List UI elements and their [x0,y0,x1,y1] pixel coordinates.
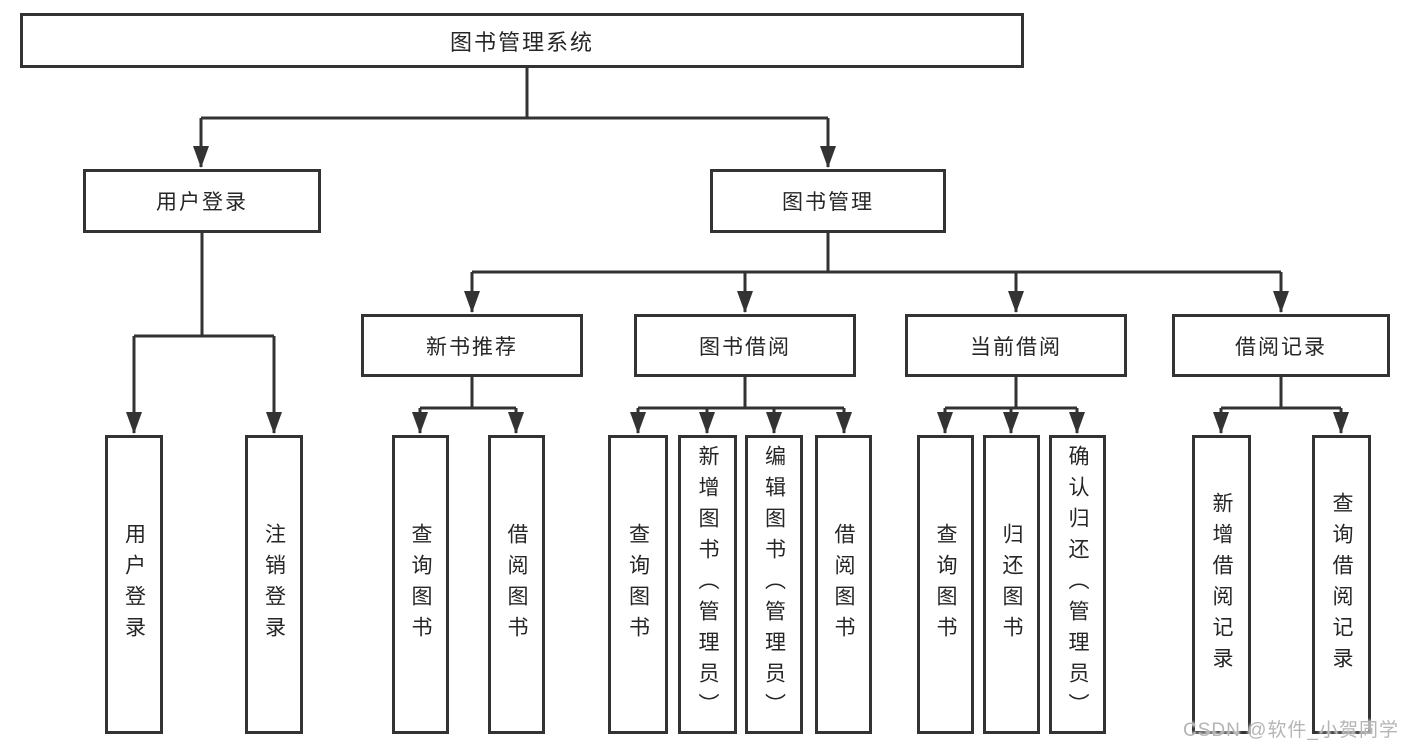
node-user-login: 用户登录 [83,169,321,233]
node-label: 图书借阅 [699,335,791,359]
node-label: 图书管理 [782,191,874,214]
leaf-label: 编辑图书（管理员） [762,445,786,724]
node-current-borrowing: 当前借阅 [905,314,1127,377]
leaf-label: 查询图书 [409,522,432,647]
node-borrowing-records: 借阅记录 [1172,314,1390,377]
node-book-management: 图书管理 [710,169,946,233]
leaf-label: 查询借阅记录 [1330,491,1353,678]
leaf-query-books-borrowing: 查询图书 [608,435,668,734]
node-label: 用户登录 [156,191,248,214]
leaf-confirm-return-admin: 确认归还（管理员） [1049,435,1106,734]
leaf-label: 新增借阅记录 [1210,491,1233,678]
leaf-label: 借阅图书 [505,522,528,647]
node-label: 借阅记录 [1235,335,1327,359]
leaf-label: 用户登录 [122,522,146,647]
leaf-label: 新增图书（管理员） [696,445,719,724]
leaf-query-borrow-record: 查询借阅记录 [1312,435,1371,734]
leaf-query-books-current: 查询图书 [917,435,974,734]
csdn-watermark: CSDN @软件_小贺同学 [1183,720,1399,741]
node-label: 新书推荐 [426,335,518,359]
node-label: 图书管理系统 [449,29,594,55]
leaf-return-books: 归还图书 [983,435,1040,734]
leaf-label: 归还图书 [1000,522,1023,647]
leaf-add-books-admin: 新增图书（管理员） [678,435,737,734]
leaf-borrow-books-recommend: 借阅图书 [488,435,545,734]
leaf-query-books-recommend: 查询图书 [392,435,449,734]
node-book-borrowing: 图书借阅 [634,314,856,377]
leaf-user-login: 用户登录 [105,435,163,734]
leaf-label: 查询图书 [626,522,650,647]
node-label: 当前借阅 [970,335,1062,359]
leaf-borrow-books-borrowing: 借阅图书 [815,435,872,734]
node-new-book-recommendation: 新书推荐 [361,314,583,377]
node-library-system-root: 图书管理系统 [20,13,1024,68]
leaf-label: 借阅图书 [832,522,855,647]
leaf-edit-books-admin: 编辑图书（管理员） [745,435,803,734]
leaf-label: 查询图书 [934,522,957,647]
leaf-label: 确认归还（管理员） [1066,445,1089,724]
leaf-add-borrow-record: 新增借阅记录 [1192,435,1251,734]
leaf-logout-login: 注销登录 [245,435,303,734]
leaf-label: 注销登录 [262,522,286,647]
